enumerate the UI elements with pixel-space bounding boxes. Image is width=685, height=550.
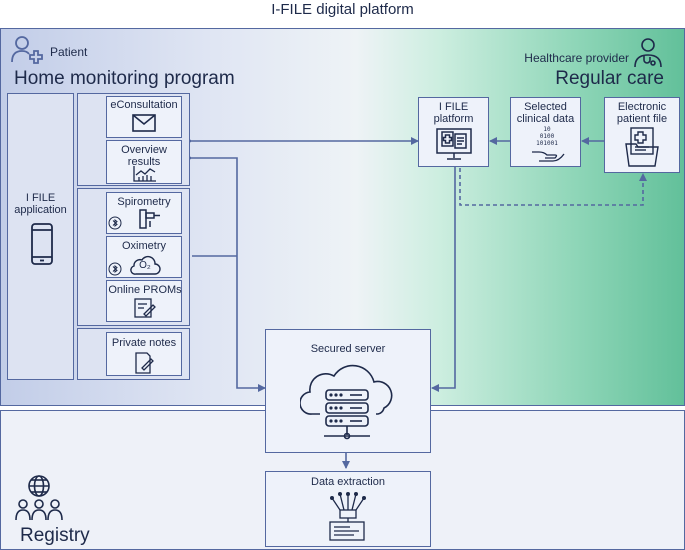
binary-data-icon: 10 0100 101001 — [536, 126, 558, 147]
overview-server-arrow — [185, 154, 266, 392]
home-monitoring-heading: Home monitoring program — [14, 68, 235, 89]
dashed-link-arrow — [459, 168, 647, 206]
platform-server-arrow — [431, 153, 459, 392]
private-notes-label: Private notes — [111, 337, 177, 349]
bluetooth-icon — [108, 262, 122, 276]
oximetry-label: Oximetry — [122, 240, 166, 252]
electronic-patient-file-label: Electronic patient file — [616, 101, 668, 125]
selected-clinical-data-label: Selected clinical data — [516, 101, 575, 125]
cloud-server-icon — [300, 364, 393, 440]
ifile-platform-label: I FILE platform — [433, 101, 474, 125]
selected-clinical-data-box — [510, 97, 581, 167]
patient-icon — [11, 36, 43, 64]
bluetooth-icon — [108, 216, 122, 230]
secured-server-label: Secured server — [310, 343, 386, 355]
online-proms-box — [106, 280, 182, 322]
envelope-icon — [132, 114, 156, 132]
registry-group-icon — [15, 475, 63, 521]
spirometry-label: Spirometry — [117, 196, 171, 208]
ifile-application-label: I FILE application — [14, 192, 67, 216]
smartphone-icon — [31, 223, 53, 265]
econsultation-label: eConsultation — [110, 99, 178, 111]
private-notes-box — [106, 332, 182, 376]
patient-label: Patient — [50, 45, 88, 59]
doctor-icon — [634, 38, 662, 68]
spirometer-icon — [139, 209, 160, 229]
electronic-patient-file-box — [604, 97, 680, 173]
hand-icon — [532, 151, 565, 162]
ifile-application-box — [7, 93, 74, 380]
provider-label: Healthcare provider — [524, 51, 629, 65]
bar-chart-icon — [133, 166, 156, 182]
data-extraction-label: Data extraction — [311, 476, 385, 488]
oxygen-symbol: O₂ — [139, 260, 151, 271]
overview-results-label: Overview results — [121, 144, 167, 168]
overview-results-box — [106, 140, 182, 184]
form-icon — [134, 298, 156, 318]
monitor-medical-icon — [436, 128, 472, 160]
cloud-oxygen-icon — [130, 255, 161, 275]
online-proms-label: Online PROMs — [108, 284, 182, 296]
spirometry-box — [106, 192, 182, 234]
note-icon — [135, 352, 154, 374]
patient-folder-icon — [625, 127, 659, 167]
registry-label: Registry — [20, 525, 90, 546]
data-funnel-icon — [329, 492, 366, 541]
secured-server-box — [265, 329, 431, 453]
regular-care-heading: Regular care — [555, 68, 664, 89]
diagram-title: I-FILE digital platform — [271, 1, 414, 18]
